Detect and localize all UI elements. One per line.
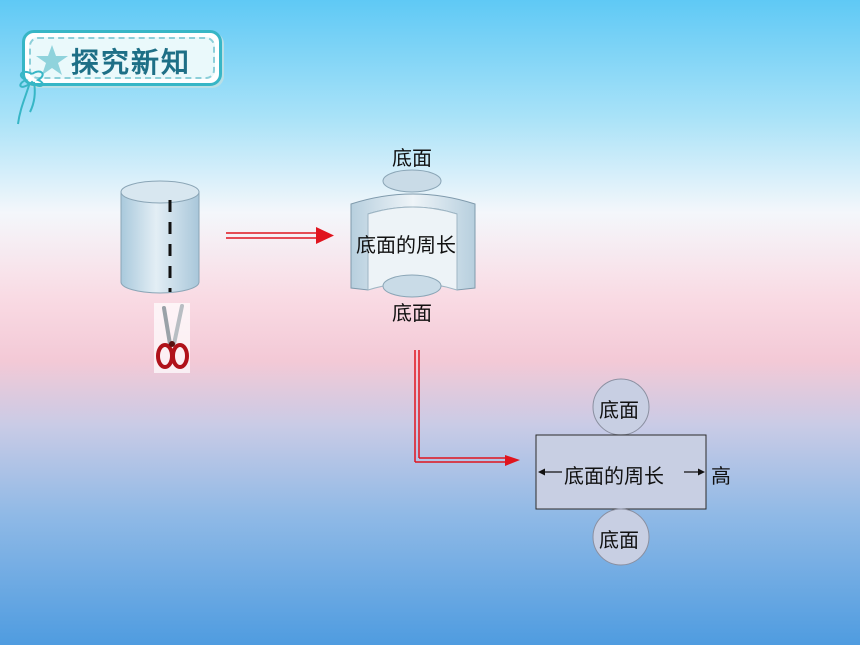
- arrow-right-1: [226, 227, 334, 244]
- star-icon: [36, 45, 68, 75]
- cylinder: [120, 180, 200, 294]
- net-rectangle: [535, 434, 707, 510]
- unrolled-bottom-label: 底面: [392, 301, 432, 325]
- net-height-label: 高: [711, 464, 731, 488]
- net-top-circle-label: 底面: [599, 398, 639, 422]
- scissors-icon: [154, 303, 190, 373]
- unrolled-top-label: 底面: [392, 146, 432, 170]
- net-bottom-circle-label: 底面: [599, 528, 639, 552]
- arrow-elbow: [414, 350, 520, 466]
- net-bottom-circle: [592, 508, 650, 566]
- ribbon-icon: [17, 70, 44, 125]
- unrolled-center-label: 底面的周长: [356, 233, 456, 257]
- section-badge: 探究新知: [22, 30, 222, 86]
- section-title: 探究新知: [71, 46, 192, 79]
- cylinder-net: [535, 378, 707, 566]
- unrolled-cylinder: [350, 169, 476, 298]
- net-rect-label: 底面的周长: [564, 464, 664, 488]
